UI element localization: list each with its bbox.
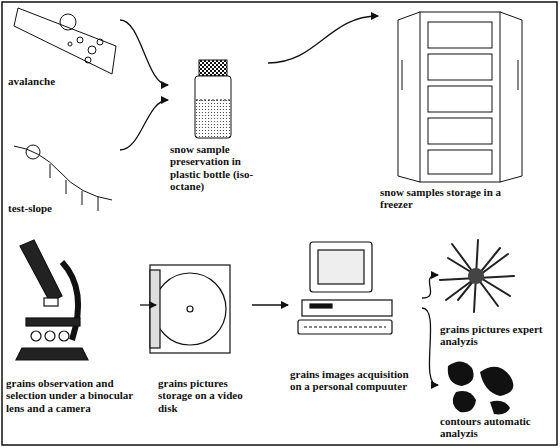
computer-drawing bbox=[298, 242, 392, 334]
bottle-drawing bbox=[195, 60, 231, 138]
step-node: grains images acquisition on a personal … bbox=[290, 238, 420, 393]
flow-arrow bbox=[422, 275, 438, 298]
step-node: test-slope bbox=[8, 140, 118, 214]
step-node: grains pictures expert analyzis bbox=[440, 235, 552, 348]
avalanche-drawing bbox=[14, 8, 116, 74]
flow-arrow bbox=[252, 304, 288, 305]
test-slope-drawing bbox=[14, 145, 112, 211]
step-caption: contours automatic analyzis bbox=[440, 415, 552, 440]
step-caption: snow samples storage in a freezer bbox=[380, 186, 520, 211]
flow-arrow bbox=[120, 100, 168, 150]
flow-arrow bbox=[120, 20, 168, 85]
flow-arrow bbox=[268, 16, 378, 63]
step-node: snow samples storage in a freezer bbox=[380, 8, 520, 211]
step-node: snow sample preservation in plastic bott… bbox=[170, 55, 266, 192]
step-node: contours automatic analyzis bbox=[440, 355, 552, 440]
step-caption: test-slope bbox=[8, 202, 118, 214]
flow-arrow bbox=[422, 308, 438, 385]
step-node: avalanche bbox=[8, 5, 118, 87]
video-disk-drawing bbox=[150, 265, 230, 353]
step-caption: grains pictures expert analyzis bbox=[440, 323, 552, 348]
step-caption: avalanche bbox=[8, 75, 118, 87]
step-caption: grains pictures storage on a video disk bbox=[158, 377, 250, 414]
step-caption: grains observation and selection under a… bbox=[6, 377, 138, 414]
step-caption: grains images acquisition on a personal … bbox=[290, 368, 420, 393]
microscope-drawing bbox=[16, 240, 88, 360]
contour-blobs bbox=[448, 361, 514, 414]
step-caption: snow sample preservation in plastic bott… bbox=[170, 143, 266, 192]
grain-picture bbox=[440, 240, 514, 312]
step-node: grains pictures storage on a video disk bbox=[158, 255, 250, 414]
freezer-drawing bbox=[398, 12, 522, 182]
flow-arrow bbox=[140, 304, 156, 305]
step-node: grains observation and selection under a… bbox=[6, 235, 138, 414]
